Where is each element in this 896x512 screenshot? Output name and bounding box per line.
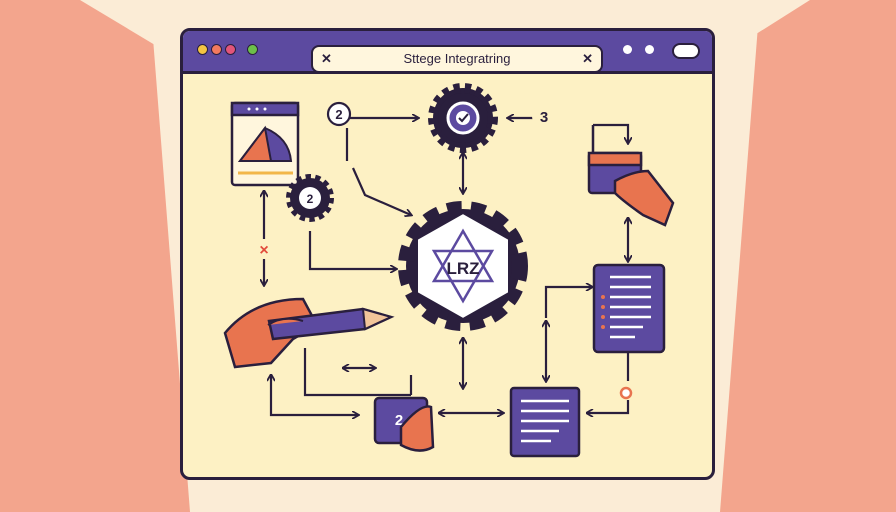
step-2-badge: 2 — [326, 101, 352, 127]
bg-light-wedge-right — [715, 0, 810, 60]
workflow-diagram: 2 3 2 — [223, 83, 675, 458]
right-peach-panel — [720, 0, 896, 512]
box-label: 2 — [395, 412, 403, 429]
small-gear-label: 2 — [307, 192, 314, 206]
hub-gear-icon[interactable]: LRZ — [398, 201, 528, 331]
traffic-light-red[interactable] — [225, 44, 236, 55]
arrow-loop — [303, 348, 411, 397]
small-gear-icon[interactable]: 2 — [286, 174, 334, 222]
hub-label: LRZ — [446, 259, 479, 278]
list-panel-icon[interactable] — [592, 263, 666, 354]
x-marker-label: × — [259, 242, 268, 259]
chart-document-icon[interactable] — [230, 101, 300, 187]
arrow-pen-to-box — [271, 375, 358, 415]
left-peach-panel — [0, 0, 190, 512]
numbered-box-icon[interactable]: 2 — [373, 396, 435, 452]
hand-pen-icon[interactable] — [223, 297, 395, 369]
x-marker: × — [254, 241, 274, 259]
bg-light-wedge-left — [80, 0, 180, 60]
traffic-light-green[interactable] — [247, 44, 258, 55]
step-3-label: 3 — [540, 109, 548, 126]
toggle-icon[interactable] — [672, 43, 700, 59]
connectors — [264, 118, 628, 415]
card-hand-icon[interactable] — [587, 125, 675, 227]
title-bar: ✕ Sttege Integratring ✕ — [183, 31, 712, 74]
window-control-dot[interactable] — [623, 45, 632, 54]
arrow-step3-to-card — [593, 123, 628, 143]
check-gear-icon[interactable] — [428, 83, 498, 153]
step-3-badge: 3 — [532, 104, 556, 128]
text-document-icon[interactable] — [509, 386, 581, 458]
step-2-label: 2 — [335, 107, 342, 122]
browser-window: ✕ Sttege Integratring ✕ — [180, 28, 715, 480]
arrow-to-hub — [351, 167, 411, 215]
arrow-list-to-hub — [544, 287, 592, 318]
traffic-light-yellow[interactable] — [197, 44, 208, 55]
window-control-dot[interactable] — [645, 45, 654, 54]
close-icon[interactable]: ✕ — [321, 51, 332, 66]
ring-icon — [619, 386, 633, 400]
address-bar[interactable]: ✕ Sttege Integratring ✕ — [311, 45, 603, 73]
address-bar-title: Sttege Integratring — [403, 51, 511, 66]
close-icon[interactable]: ✕ — [582, 51, 593, 66]
arrow-gear-to-hub — [308, 231, 396, 269]
traffic-light-orange[interactable] — [211, 44, 222, 55]
arrow-doc-to-list — [587, 400, 630, 413]
